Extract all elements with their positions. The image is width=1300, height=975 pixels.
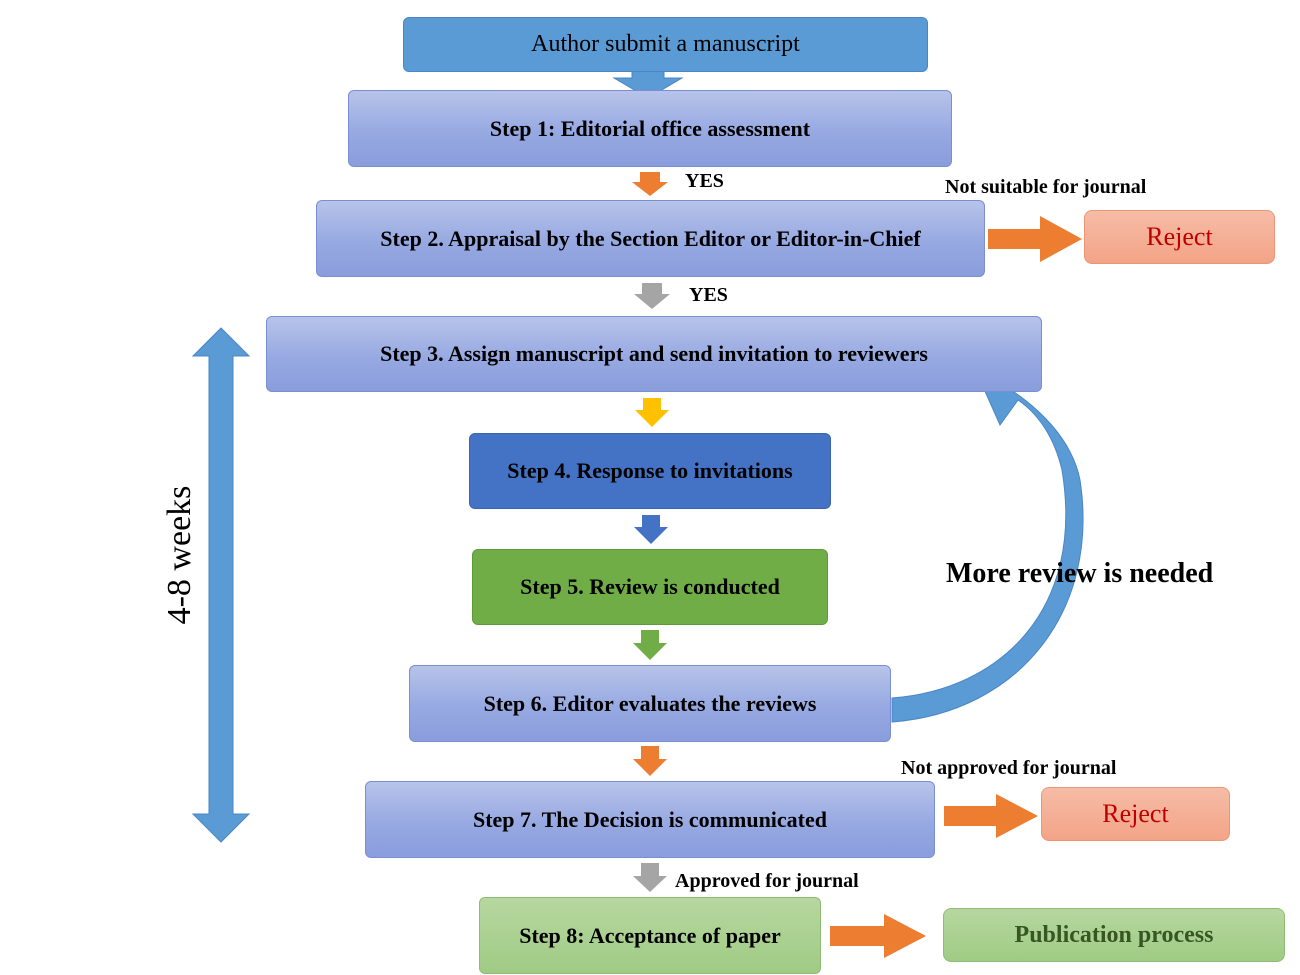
down-arrow-6 [633,746,667,776]
reject-box-1: Reject [1084,210,1275,264]
right-arrow-publication [830,914,926,958]
step-7-box: Step 7. The Decision is communicated [365,781,935,858]
start-box: Author submit a manuscript [403,17,928,72]
step-4-box: Step 4. Response to invitations [469,433,831,509]
more-review-label: More review is needed [946,558,1214,589]
step-3-box: Step 3. Assign manuscript and send invit… [266,316,1042,392]
down-arrow-1 [632,172,668,196]
step-6-box: Step 6. Editor evaluates the reviews [409,665,891,742]
reject-box-2: Reject [1041,787,1230,841]
yes-label-1: YES [685,170,724,192]
approved-label: Approved for journal [675,870,859,892]
step-6-label: Step 6. Editor evaluates the reviews [483,690,817,716]
down-arrow-5 [633,630,667,660]
step-1-label: Step 1: Editorial office assessment [489,115,811,141]
duration-double-arrow [191,327,251,843]
step-3-label: Step 3. Assign manuscript and send invit… [380,341,928,366]
reject-label-2: Reject [1102,799,1169,828]
not-suitable-label: Not suitable for journal [945,176,1147,198]
step-8-box: Step 8: Acceptance of paper [479,897,821,974]
duration-label-rotated: 4-8 weeks [161,486,199,625]
step-1-box: Step 1: Editorial office assessment [348,90,952,167]
right-arrow-reject-1 [988,216,1082,262]
feedback-curve-arrow [891,371,1084,723]
step-4-label: Step 4. Response to invitations [507,458,793,483]
not-approved-label: Not approved for journal [901,757,1117,779]
down-arrow-3 [635,398,669,427]
step-2-label: Step 2. Appraisal by the Section Editor … [380,225,921,251]
duration-text: 4-8 weeks [161,485,198,625]
step-5-label: Step 5. Review is conducted [520,574,780,599]
start-label: Author submit a manuscript [531,31,800,57]
step-2-box: Step 2. Appraisal by the Section Editor … [316,200,985,277]
publication-box: Publication process [943,908,1285,962]
down-arrow-4 [634,515,668,544]
down-arrow-7 [633,863,667,892]
yes-label-2: YES [689,284,728,306]
step-8-label: Step 8: Acceptance of paper [519,922,781,948]
publication-label: Publication process [1014,921,1214,948]
step-5-box: Step 5. Review is conducted [472,549,828,625]
right-arrow-reject-2 [944,794,1038,838]
reject-label-1: Reject [1146,222,1213,251]
down-arrow-2 [634,283,670,309]
step-7-label: Step 7. The Decision is communicated [472,806,828,832]
